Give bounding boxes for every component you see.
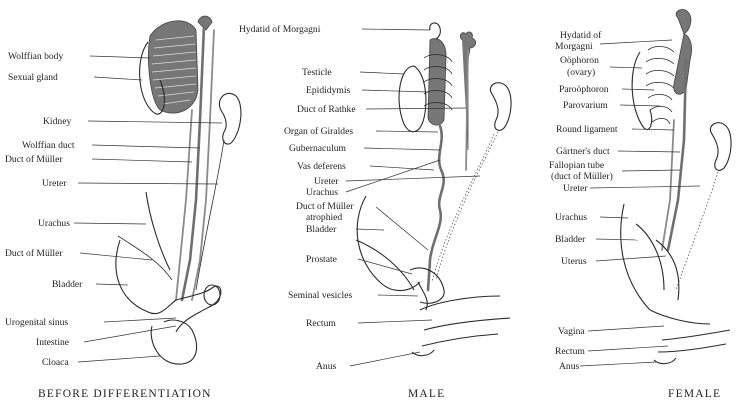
panel-male-leaders <box>346 29 480 366</box>
label-intestine: Intestine <box>36 337 69 348</box>
label-parovarium: Parovarium <box>563 100 608 111</box>
label-organ-of-giraldes: Organ of Giraldes <box>284 126 353 137</box>
caption-before-differentiation: BEFORE DIFFERENTIATION <box>38 388 212 400</box>
label-prostate: Prostate <box>306 254 337 265</box>
wolffian-body-drawing <box>148 21 198 113</box>
label-duct-of-muller-upper: Duct of Müller <box>5 154 63 165</box>
label-oophoron: Oöphoron <box>560 55 599 66</box>
label-uterus: Uterus <box>561 256 587 267</box>
label-vagina: Vagina <box>558 326 585 337</box>
label-urachus-male: Urachus <box>306 187 338 198</box>
label-bladder-male: Bladder <box>306 224 337 235</box>
testicle-drawing <box>399 66 426 132</box>
label-vas-deferens: Vas deferens <box>297 161 346 172</box>
label-cloaca: Cloaca <box>42 357 69 368</box>
label-duct-of-muller-male: Duct of Müller <box>296 201 354 212</box>
label-anus-female: Anus <box>559 361 580 372</box>
label-gartners-duct: Gärtner's duct <box>556 146 610 157</box>
kidney-drawing <box>219 93 241 144</box>
label-atrophied: atrophied <box>306 212 342 223</box>
label-seminal-vesicles: Seminal vesicles <box>288 290 352 301</box>
panel-female-labels: Hydatid of Morgagni Oöphoron (ovary) Par… <box>549 30 721 400</box>
panel-male-labels: Hydatid of Morgagni Testicle Epididymis … <box>239 24 445 400</box>
label-paroophoron: Paroöphoron <box>559 84 609 95</box>
kidney-male-drawing <box>490 83 511 131</box>
label-wolffian-body: Wolffian body <box>8 51 63 62</box>
label-duct-of-rathke: Duct of Rathke <box>297 104 356 115</box>
caption-male: MALE <box>408 388 445 400</box>
ovary-drawing <box>632 52 651 130</box>
label-hydatid-of-female: Hydatid of <box>560 30 602 41</box>
label-rectum-female: Rectum <box>555 346 585 357</box>
label-gubernaculum: Gubernaculum <box>289 143 347 154</box>
label-testicle: Testicle <box>302 67 332 78</box>
label-duct-of-muller-lower: Duct of Müller <box>5 248 63 259</box>
label-urachus-female: Urachus <box>555 212 587 223</box>
label-wolffian-duct: Wolffian duct <box>22 140 75 151</box>
label-urogenital-sinus: Urogenital sinus <box>5 317 68 328</box>
label-anus-male: Anus <box>316 361 337 372</box>
label-duct-of-muller-female: (duct of Müller) <box>551 171 613 182</box>
label-round-ligament: Round ligament <box>556 124 618 135</box>
label-rectum-male: Rectum <box>306 318 336 329</box>
label-morgagni-female: Morgagni <box>555 41 593 52</box>
label-bladder-female: Bladder <box>555 234 586 245</box>
label-hydatid-of-morgagni-male: Hydatid of Morgagni <box>239 24 321 35</box>
label-fallopian-tube: Fallopian tube <box>549 160 604 171</box>
label-sexual-gland: Sexual gland <box>8 72 58 83</box>
label-kidney: Kidney <box>43 116 71 127</box>
kidney-female-drawing <box>710 123 731 171</box>
label-ureter-male: Ureter <box>314 176 339 187</box>
label-ovary: (ovary) <box>567 67 595 78</box>
label-urachus: Urachus <box>38 218 70 229</box>
label-epididymis: Epididymis <box>306 85 351 96</box>
label-ureter: Ureter <box>42 178 67 189</box>
label-bladder: Bladder <box>52 279 83 290</box>
caption-female: FEMALE <box>668 388 721 400</box>
panel-before-differentiation <box>116 16 241 364</box>
label-ureter-female: Ureter <box>563 183 588 194</box>
